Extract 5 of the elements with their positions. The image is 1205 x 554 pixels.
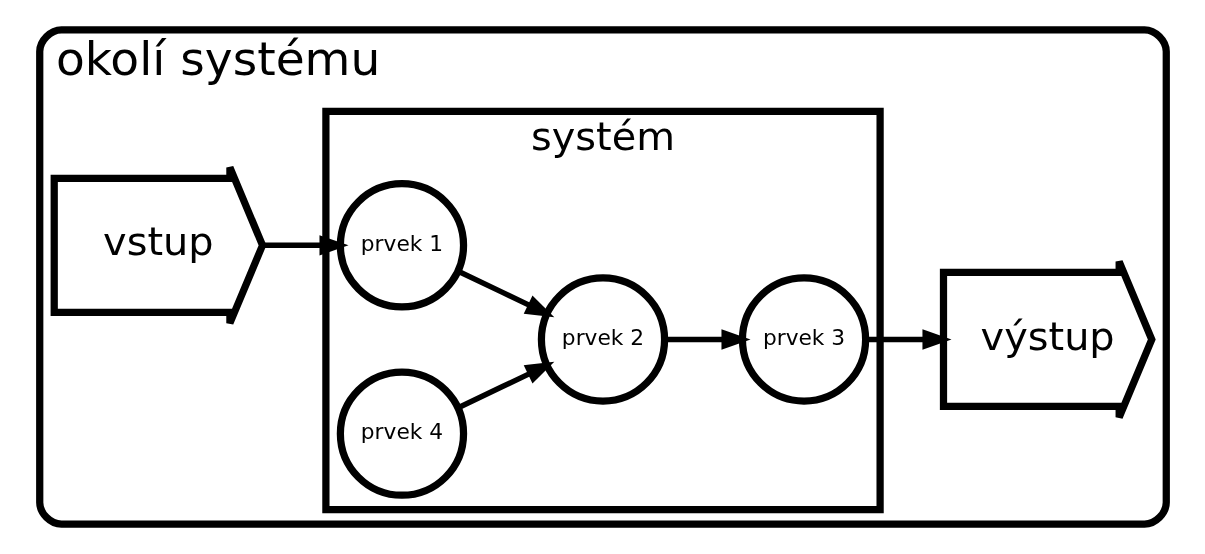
arrow [262, 235, 349, 256]
node-circle: prvek 2 [537, 274, 668, 405]
node-circle: prvek 3 [738, 274, 869, 405]
node-circle: prvek 1 [336, 180, 467, 311]
node-circle: prvek 4 [336, 368, 467, 499]
